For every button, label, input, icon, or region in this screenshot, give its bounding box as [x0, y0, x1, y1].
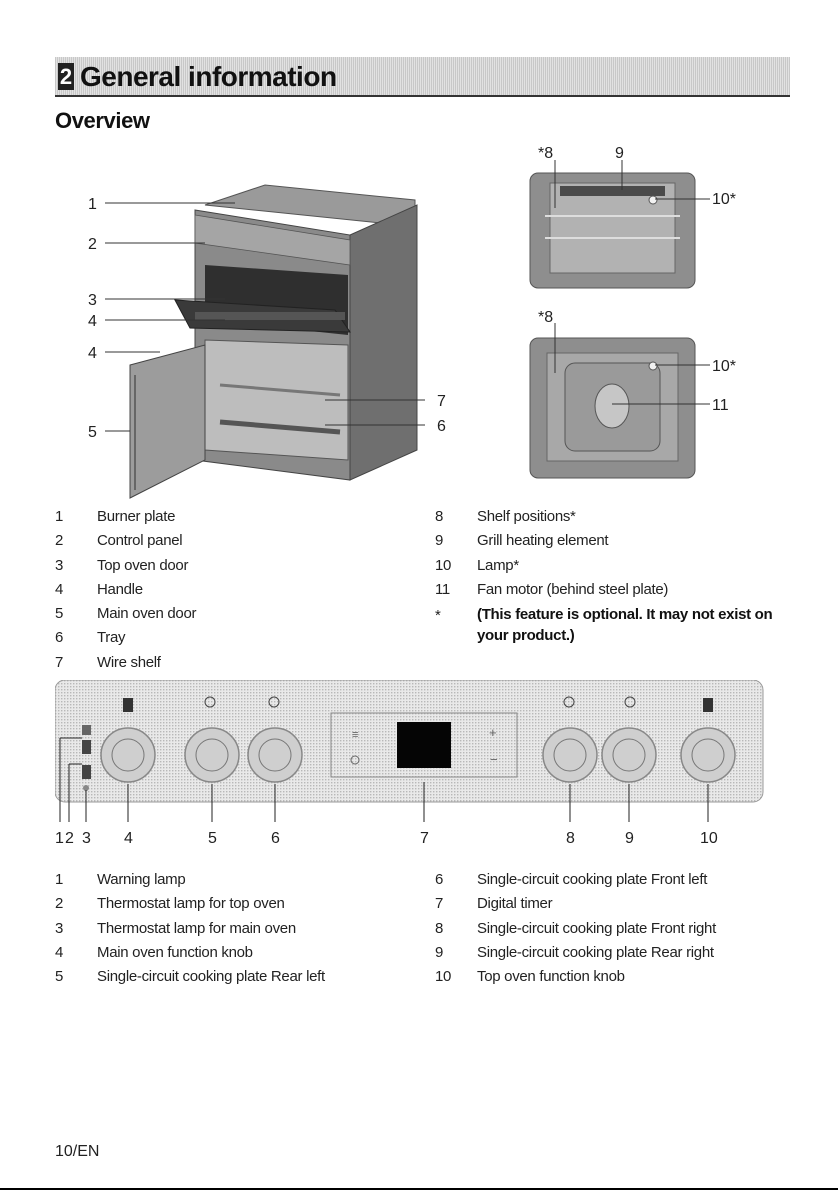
panel-callout-2: 2: [65, 830, 74, 847]
panel-callout-3: 3: [82, 830, 91, 847]
cooker-illustration: 1 2 3 4 4 5 7 6: [55, 160, 475, 505]
panel-callout-5: 5: [208, 830, 217, 847]
panel-callout-4: 4: [124, 830, 133, 847]
callout-4b: 4: [88, 345, 97, 362]
callout-7: 7: [437, 393, 446, 410]
callout-2: 2: [88, 236, 97, 253]
cavity-bottom-callout-11: 11: [712, 397, 729, 414]
section-title: General information: [80, 61, 337, 92]
control-panel-illustration: ≡ + − 1 2 3 4 5 6 7 8 9 10: [54, 679, 765, 850]
cavity-bottom-callout-10: 10*: [712, 358, 736, 375]
panel-callout-7: 7: [420, 830, 429, 847]
page-number: 10/EN: [55, 1143, 100, 1160]
callout-4a: 4: [88, 313, 97, 330]
section-header: 2 General information: [55, 57, 790, 97]
section-number: 2: [58, 63, 74, 90]
cavity-top-callout-9: 9: [615, 145, 624, 162]
bottom-rule: [0, 1188, 838, 1190]
overview-heading: Overview: [55, 108, 150, 133]
panel-callout-9: 9: [625, 830, 634, 847]
panel-callout-10: 10: [700, 830, 718, 847]
callout-5: 5: [88, 424, 97, 441]
control-panel-drawing: ≡ + − 1 2 3 4 5 6 7 8 9 10: [54, 679, 764, 847]
svg-text:+: +: [489, 725, 497, 740]
cavity-top-callout-8: *8: [538, 145, 553, 162]
svg-text:≡: ≡: [352, 729, 358, 741]
panel-callout-8: 8: [566, 830, 575, 847]
cavity-drawing: *8 9 10* *8 10* 11: [529, 145, 736, 479]
cavity-top-callout-10: 10*: [712, 191, 736, 208]
cooker-drawing: 1 2 3 4 4 5 7 6: [88, 184, 446, 499]
svg-text:−: −: [490, 752, 498, 767]
cavity-bottom-callout-8: *8: [538, 309, 553, 326]
callout-6: 6: [437, 418, 446, 435]
panel-callout-6: 6: [271, 830, 280, 847]
legend-item-note: *(This feature is optional. It may not e…: [435, 606, 773, 645]
callout-3: 3: [88, 292, 97, 309]
panel-callout-1: 1: [55, 830, 64, 847]
cavity-illustrations: *8 9 10* *8 10* 11: [505, 138, 795, 483]
callout-1: 1: [88, 196, 97, 213]
